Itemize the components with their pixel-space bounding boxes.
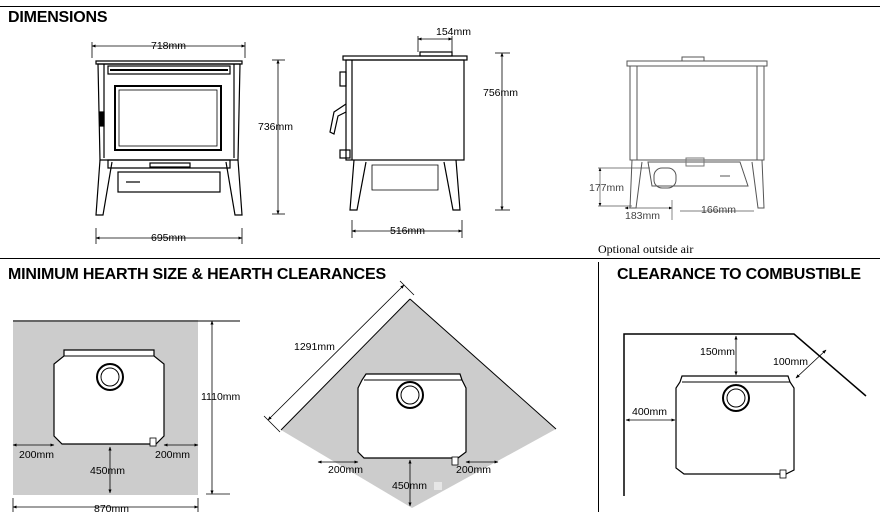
side-flue-offset-label: 154mm xyxy=(436,26,472,38)
front-base-width-label: 695mm xyxy=(151,232,187,244)
hearth-rect-front-label: 450mm xyxy=(90,465,126,477)
hearth-corner-drawing xyxy=(280,298,557,508)
combustible-dims xyxy=(625,335,827,422)
combustible-heading: CLEARANCE TO COMBUSTIBLE xyxy=(617,266,861,283)
outside-air-side-label: 183mm xyxy=(625,210,661,222)
hearth-rect-right-label: 200mm xyxy=(155,449,191,461)
hearth-corner-front-label: 450mm xyxy=(392,480,428,492)
combustible-corner-label: 100mm xyxy=(773,356,809,368)
outside-air-stove xyxy=(626,56,768,209)
dimensions-heading: DIMENSIONS xyxy=(8,9,108,26)
hearth-rect-height-label: 1110mm xyxy=(201,391,241,403)
side-view-stove xyxy=(329,51,468,211)
hearth-corner-dims xyxy=(263,280,499,507)
mid-rule xyxy=(0,258,880,259)
front-height-label: 736mm xyxy=(258,121,294,133)
front-view-stove xyxy=(95,60,243,216)
hearth-corner-diagonal-label: 1291mm xyxy=(294,341,335,353)
side-depth-label: 516mm xyxy=(390,225,426,237)
hearth-rect-drawing xyxy=(13,320,240,495)
section-divider xyxy=(598,262,599,512)
top-rule xyxy=(0,6,880,7)
outside-air-dims xyxy=(598,167,754,220)
side-height-label: 756mm xyxy=(483,87,519,99)
hearth-corner-right-label: 200mm xyxy=(456,464,492,476)
hearth-rect-left-label: 200mm xyxy=(19,449,55,461)
combustible-side-label: 400mm xyxy=(632,406,668,418)
combustible-rear-label: 150mm xyxy=(700,346,736,358)
hearth-heading: MINIMUM HEARTH SIZE & HEARTH CLEARANCES xyxy=(8,266,386,283)
front-view-dims xyxy=(91,42,285,244)
outside-air-height-label: 177mm xyxy=(589,182,625,194)
front-top-width-label: 718mm xyxy=(151,40,187,52)
combustible-drawing xyxy=(623,333,867,496)
side-view-dims xyxy=(351,36,510,238)
hearth-corner-left-label: 200mm xyxy=(328,464,364,476)
hearth-rect-dims xyxy=(12,320,230,512)
outside-air-rear-label: 166mm xyxy=(701,204,737,216)
outside-air-caption: Optional outside air xyxy=(598,242,694,256)
hearth-rect-width-label: 870mm xyxy=(94,503,130,515)
